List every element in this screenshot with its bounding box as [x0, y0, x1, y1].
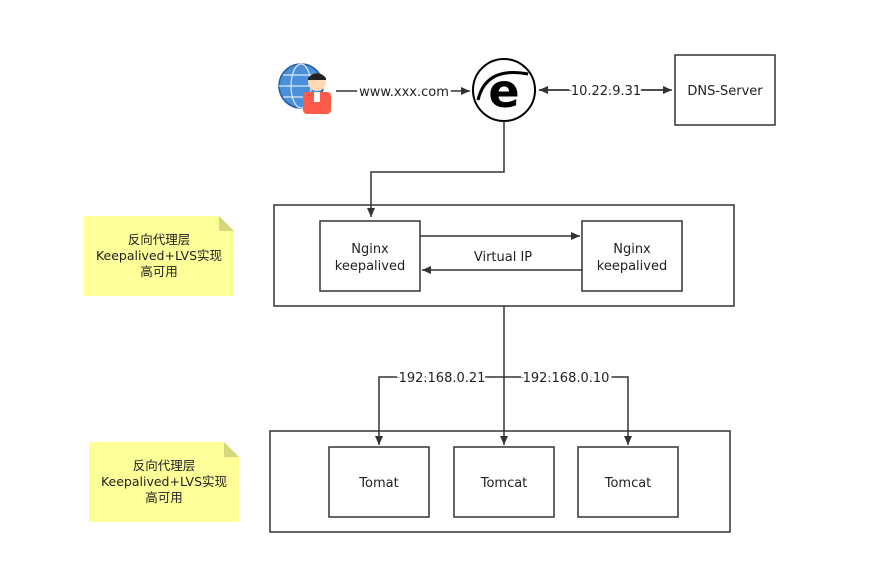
app-layer-container — [269, 430, 731, 533]
virtual-ip-label: Virtual IP — [474, 250, 532, 265]
svg-text:反向代理层: 反向代理层 — [128, 232, 191, 247]
svg-text:Tomat: Tomat — [358, 476, 398, 491]
url-label: www.xxx.com — [359, 85, 449, 100]
svg-text:Keepalived+LVS实现: Keepalived+LVS实现 — [96, 248, 222, 263]
ip-label-right: 192.168.0.10 — [523, 371, 610, 386]
tomcat-server-3 — [577, 446, 679, 518]
app-layer-note: 反向代理层 Keepalived+LVS实现 高可用 — [89, 442, 239, 522]
internet-explorer-icon: e — [472, 58, 536, 122]
dns-server-box — [674, 54, 776, 126]
svg-text:反向代理层: 反向代理层 — [133, 458, 196, 473]
svg-text:keepalived: keepalived — [597, 259, 667, 274]
svg-text:Nginx: Nginx — [351, 242, 389, 257]
tomcat-server-2 — [453, 446, 555, 518]
dns-server-label: DNS-Server — [687, 84, 763, 99]
svg-text:Keepalived+LVS实现: Keepalived+LVS实现 — [101, 474, 227, 489]
svg-text:高可用: 高可用 — [140, 264, 178, 279]
proxy-layer-note: 反向代理层 Keepalived+LVS实现 高可用 — [84, 216, 234, 296]
svg-text:高可用: 高可用 — [145, 490, 183, 505]
svg-text:keepalived: keepalived — [335, 259, 405, 274]
nginx-keepalived-left — [319, 220, 421, 292]
ip-label-left: 192.168.0.21 — [399, 371, 486, 386]
nginx-keepalived-right — [581, 220, 683, 292]
svg-text:Tomcat: Tomcat — [480, 476, 528, 491]
svg-text:Nginx: Nginx — [613, 242, 651, 257]
dns-ip-label: 10.22.9.31 — [571, 84, 641, 99]
user-globe-icon — [278, 63, 331, 114]
svg-text:Tomcat: Tomcat — [604, 476, 652, 491]
tomcat-server-1 — [328, 446, 430, 518]
